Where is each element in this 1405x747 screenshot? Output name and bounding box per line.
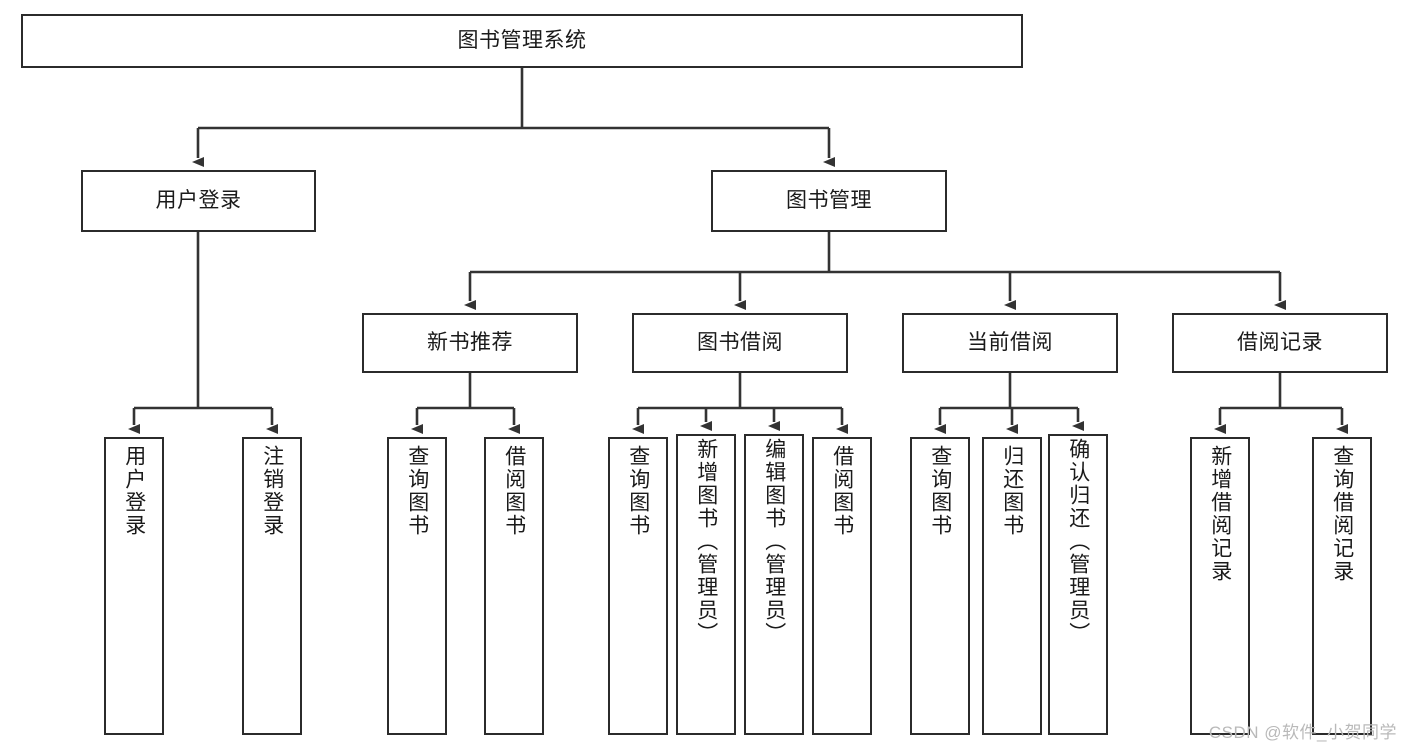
leaf-query-borrow-record[interactable]: 查询借阅记录 <box>1312 437 1372 735</box>
leaf-return-book[interactable]: 归还图书 <box>982 437 1042 735</box>
leaf-query-book-borrow[interactable]: 查询图书 <box>608 437 668 735</box>
leaf-query-book-rec-label: 查询图书 <box>405 445 429 537</box>
leaf-query-book-current[interactable]: 查询图书 <box>910 437 970 735</box>
leaf-user-login-label: 用户登录 <box>122 445 146 537</box>
leaf-edit-book-admin[interactable]: 编辑图书（管理员） <box>744 434 804 735</box>
node-book-borrow[interactable]: 图书借阅 <box>632 313 848 373</box>
node-user-login-label: 用户登录 <box>155 188 242 212</box>
leaf-confirm-return-admin[interactable]: 确认归还（管理员） <box>1048 434 1108 735</box>
leaf-add-borrow-record-label: 新增借阅记录 <box>1208 445 1232 583</box>
node-book-manage[interactable]: 图书管理 <box>711 170 947 232</box>
node-root[interactable]: 图书管理系统 <box>21 14 1023 68</box>
leaf-logout-label: 注销登录 <box>260 445 284 537</box>
node-book-borrow-label: 图书借阅 <box>697 330 783 354</box>
node-user-login[interactable]: 用户登录 <box>81 170 316 232</box>
node-borrow-record-label: 借阅记录 <box>1237 330 1323 354</box>
leaf-return-book-label: 归还图书 <box>1000 445 1024 537</box>
leaf-edit-book-admin-label: 编辑图书（管理员） <box>762 438 786 645</box>
node-borrow-record[interactable]: 借阅记录 <box>1172 313 1388 373</box>
leaf-query-book-current-label: 查询图书 <box>928 445 952 537</box>
leaf-user-login[interactable]: 用户登录 <box>104 437 164 735</box>
leaf-logout[interactable]: 注销登录 <box>242 437 302 735</box>
leaf-borrow-book-rec-label: 借阅图书 <box>502 445 526 537</box>
node-current-borrow-label: 当前借阅 <box>967 330 1053 354</box>
node-new-book-recommend-label: 新书推荐 <box>427 330 513 354</box>
leaf-borrow-book-label: 借阅图书 <box>830 445 854 537</box>
node-current-borrow[interactable]: 当前借阅 <box>902 313 1118 373</box>
leaf-query-borrow-record-label: 查询借阅记录 <box>1330 445 1354 583</box>
node-new-book-recommend[interactable]: 新书推荐 <box>362 313 578 373</box>
leaf-add-borrow-record[interactable]: 新增借阅记录 <box>1190 437 1250 735</box>
leaf-add-book-admin[interactable]: 新增图书（管理员） <box>676 434 736 735</box>
leaf-borrow-book[interactable]: 借阅图书 <box>812 437 872 735</box>
leaf-query-book-rec[interactable]: 查询图书 <box>387 437 447 735</box>
csdn-watermark: CSDN @软件_小贺同学 <box>1208 723 1397 742</box>
leaf-add-book-admin-label: 新增图书（管理员） <box>694 438 718 645</box>
node-root-label: 图书管理系统 <box>457 28 587 52</box>
leaf-query-book-borrow-label: 查询图书 <box>626 445 650 537</box>
node-book-manage-label: 图书管理 <box>786 188 872 212</box>
leaf-confirm-return-admin-label: 确认归还（管理员） <box>1066 438 1090 645</box>
leaf-borrow-book-rec[interactable]: 借阅图书 <box>484 437 544 735</box>
